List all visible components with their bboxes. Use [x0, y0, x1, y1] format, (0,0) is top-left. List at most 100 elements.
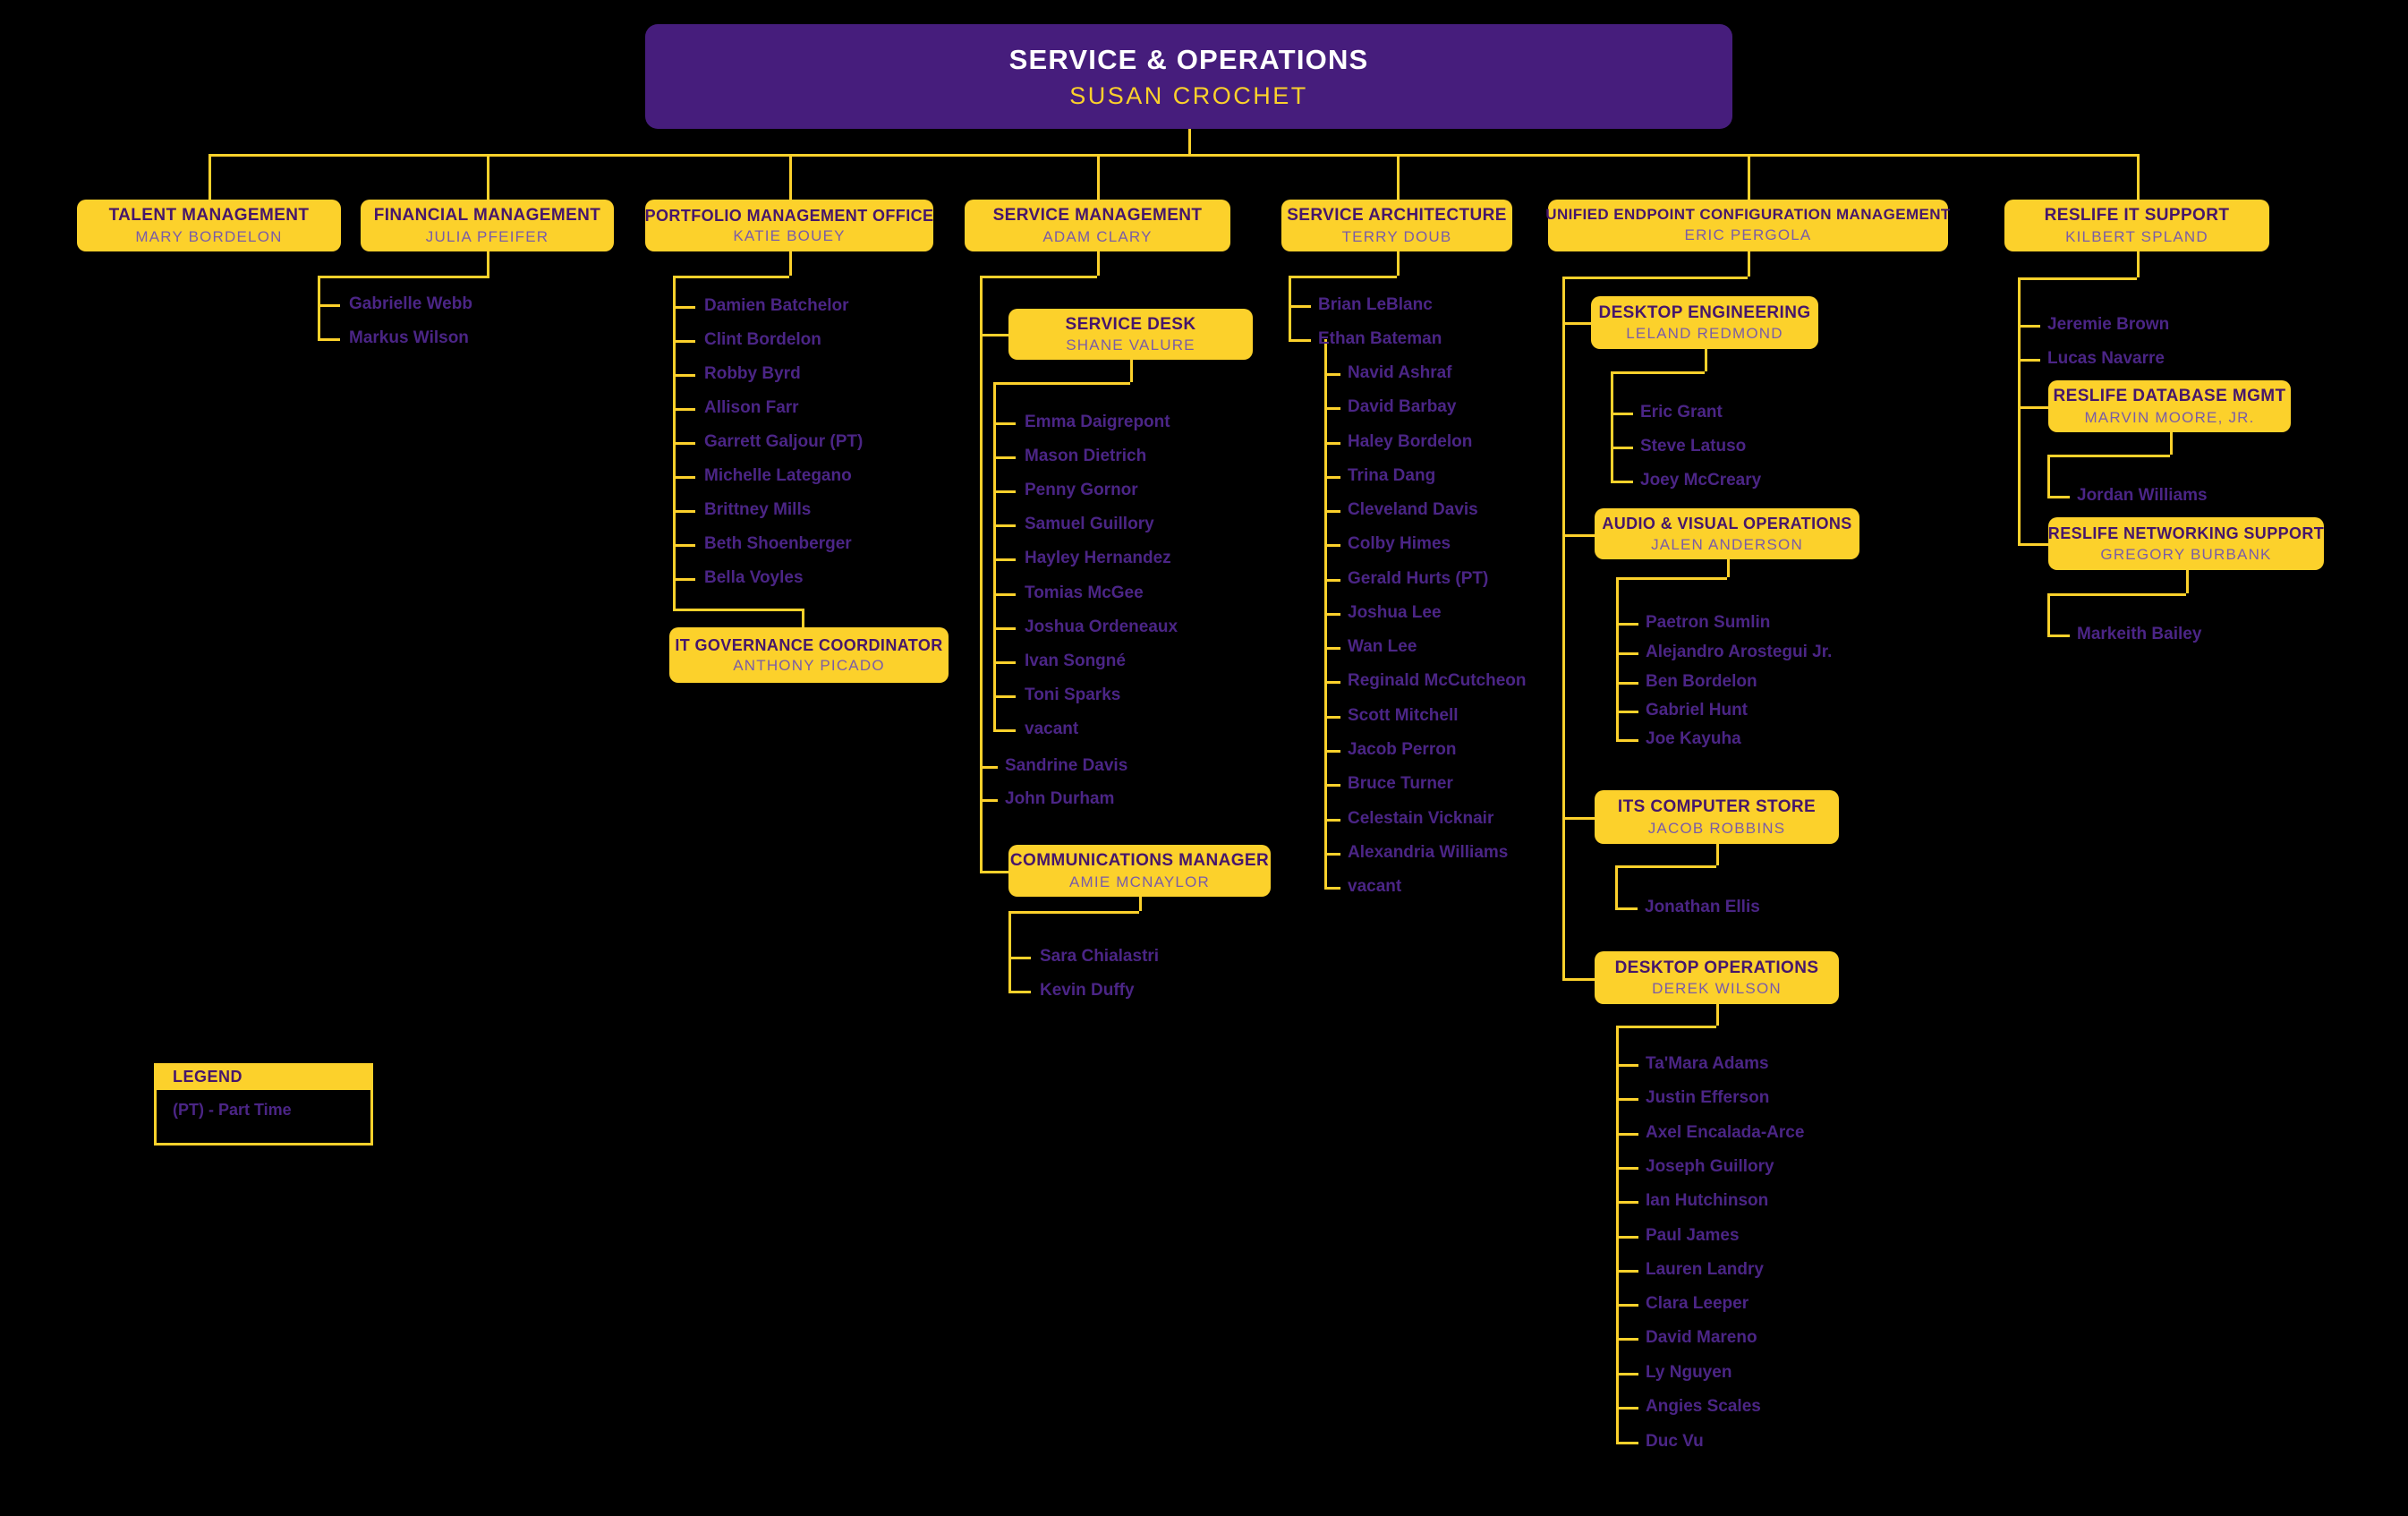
- staff-trina-dang: Trina Dang: [1348, 466, 1436, 485]
- service-architecture-title: SERVICE ARCHITECTURE: [1287, 206, 1507, 226]
- staff-toni-sparks: Toni Sparks: [1025, 686, 1121, 704]
- connector-line: [802, 609, 804, 627]
- connector-line: [673, 276, 789, 278]
- connector-line: [1616, 739, 1638, 742]
- connector-line: [1616, 1098, 1638, 1101]
- connector-line: [673, 306, 695, 309]
- connector-line: [993, 627, 1016, 630]
- staff-vacant: vacant: [1025, 720, 1079, 738]
- staff-paul-james: Paul James: [1646, 1226, 1740, 1245]
- connector-line: [2047, 455, 2050, 498]
- connector-line: [1616, 1304, 1638, 1307]
- staff-david-mareno: David Mareno: [1646, 1328, 1757, 1347]
- connector-line: [1616, 623, 1638, 626]
- legend: LEGEND (PT) - Part Time: [154, 1063, 373, 1146]
- staff-bella-voyles: Bella Voyles: [704, 568, 804, 587]
- connector-line: [1324, 579, 1340, 582]
- connector-line: [980, 871, 1008, 873]
- connector-line: [2047, 496, 2070, 498]
- legend-header: LEGEND: [154, 1063, 373, 1090]
- connector-line: [2018, 543, 2048, 546]
- service-management-title: SERVICE MANAGEMENT: [992, 206, 1203, 226]
- staff-samuel-guillory: Samuel Guillory: [1025, 515, 1154, 533]
- connector-line: [1562, 978, 1595, 981]
- talent-management-title: TALENT MANAGEMENT: [108, 206, 310, 226]
- staff-angies-scales: Angies Scales: [1646, 1397, 1761, 1416]
- connector-line: [1324, 784, 1340, 787]
- connector-line: [673, 374, 695, 377]
- staff-vacant: vacant: [1348, 877, 1402, 896]
- connector-line: [2047, 593, 2186, 596]
- staff-robby-byrd: Robby Byrd: [704, 364, 801, 383]
- staff-navid-ashraf: Navid Ashraf: [1348, 363, 1452, 382]
- desktop-engineering-manager-name: LELAND REDMOND: [1626, 325, 1783, 343]
- desktop-operations-title: DESKTOP OPERATIONS: [1614, 958, 1819, 977]
- staff-jacob-perron: Jacob Perron: [1348, 740, 1457, 759]
- connector-line: [1616, 1201, 1638, 1204]
- connector-line: [2047, 455, 2170, 457]
- connector-line: [980, 334, 1008, 336]
- staff-celestain-vicknair: Celestain Vicknair: [1348, 809, 1494, 828]
- connector-line: [789, 251, 792, 276]
- connector-line: [2137, 251, 2140, 277]
- service-management-manager-name: ADAM CLARY: [1042, 227, 1153, 245]
- connector-line: [1562, 322, 1591, 325]
- connector-line: [1616, 652, 1638, 655]
- connector-line: [1562, 277, 1748, 279]
- staff-joshua-lee: Joshua Lee: [1348, 603, 1442, 622]
- connector-line: [318, 304, 340, 307]
- connector-line: [1139, 897, 1142, 911]
- connector-line: [318, 276, 320, 340]
- service-desk-manager-name: SHANE VALURE: [1066, 336, 1195, 354]
- staff-joe-kayuha: Joe Kayuha: [1646, 729, 1741, 748]
- dept-box-service-desk: SERVICE DESK SHANE VALURE: [1008, 309, 1253, 360]
- service-desk-title: SERVICE DESK: [1065, 314, 1196, 334]
- staff-paetron-sumlin: Paetron Sumlin: [1646, 613, 1771, 632]
- connector-line: [993, 490, 1016, 493]
- connector-line: [1324, 407, 1340, 410]
- connector-line: [1289, 276, 1397, 278]
- connector-line: [673, 510, 695, 513]
- connector-line: [1324, 750, 1340, 753]
- staff-alexandria-williams: Alexandria Williams: [1348, 843, 1509, 862]
- connector-line: [1615, 865, 1618, 909]
- connector-line: [993, 558, 1016, 561]
- connector-line: [993, 593, 1016, 596]
- staff-clara-leeper: Clara Leeper: [1646, 1294, 1749, 1313]
- connector-line: [993, 729, 1016, 732]
- connector-line: [673, 544, 695, 547]
- staff-allison-farr: Allison Farr: [704, 398, 799, 417]
- connector-line: [1616, 1270, 1638, 1273]
- staff-jeremie-brown: Jeremie Brown: [2047, 315, 2170, 334]
- connector-line: [980, 276, 1097, 278]
- connector-line: [1716, 844, 1719, 865]
- connector-line: [1289, 305, 1311, 308]
- staff-jonathan-ellis: Jonathan Ellis: [1645, 898, 1760, 916]
- reslife-networking-support-manager-name: GREGORY BURBANK: [2100, 545, 2272, 563]
- connector-line: [1616, 682, 1638, 685]
- its-computer-store-title: ITS COMPUTER STORE: [1617, 797, 1817, 817]
- connector-line: [1324, 613, 1340, 616]
- connector-line: [1324, 819, 1340, 822]
- connector-line: [993, 382, 1130, 385]
- connector-line: [2047, 593, 2050, 636]
- connector-line: [1289, 276, 1291, 341]
- reslife-it-support-title: RESLIFE IT SUPPORT: [2044, 206, 2230, 226]
- staff-lucas-navarre: Lucas Navarre: [2047, 349, 2165, 368]
- staff-hayley-hernandez: Hayley Hernandez: [1025, 549, 1171, 567]
- reslife-database-mgmt-manager-name: MARVIN MOORE, JR.: [2084, 408, 2255, 426]
- root-box-service-operations: SERVICE & OPERATIONS SUSAN CROCHET: [645, 24, 1732, 129]
- it-governance-coordinator-manager-name: ANTHONY PICADO: [733, 657, 885, 675]
- staff-justin-efferson: Justin Efferson: [1646, 1088, 1770, 1107]
- connector-line: [2018, 359, 2040, 362]
- connector-line: [980, 276, 983, 873]
- staff-gerald-hurts-pt: Gerald Hurts (PT): [1348, 569, 1489, 588]
- staff-cleveland-davis: Cleveland Davis: [1348, 500, 1478, 519]
- connector-line: [673, 408, 695, 411]
